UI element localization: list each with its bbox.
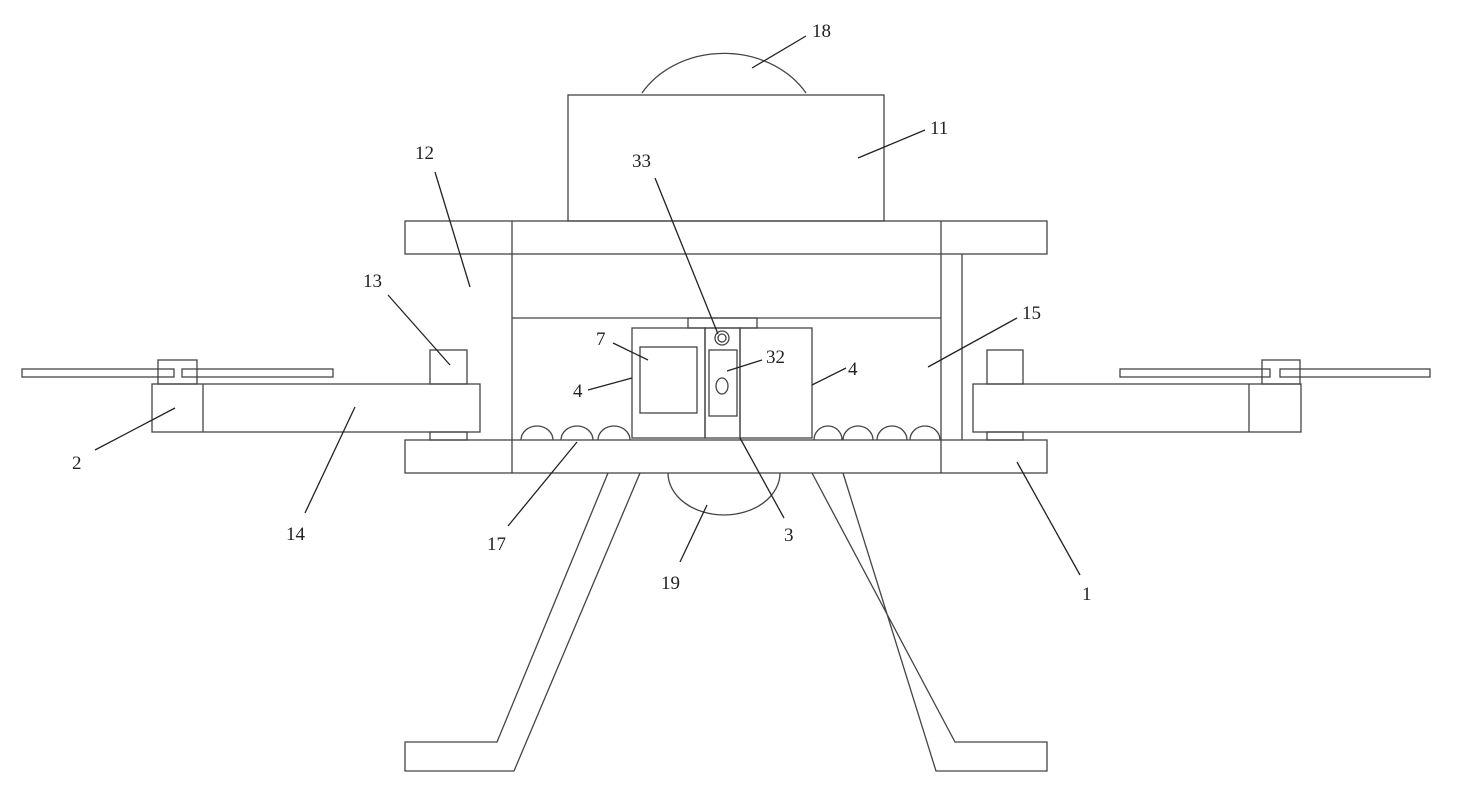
frame-posts [511,221,963,473]
label-14: 14 [286,524,306,545]
bottom-plate-1 [404,439,1048,474]
top-dome-18 [641,52,807,94]
label-1: 1 [1082,584,1092,605]
sensor-33 [714,330,730,346]
label-2: 2 [72,453,82,474]
box-11 [567,94,885,222]
leader-lines [94,35,1081,576]
label-11: 11 [930,118,948,139]
label-17: 17 [487,534,506,555]
label-32: 32 [766,347,785,368]
label-4-right: 4 [848,359,858,380]
part-labels: 18 11 33 12 13 15 7 32 4 4 2 14 17 19 3 … [72,21,1092,605]
label-15: 15 [1022,303,1041,324]
label-4-left: 4 [573,381,583,402]
rollers-17 [520,425,941,441]
camera-32 [708,349,738,417]
label-13: 13 [363,271,382,292]
label-18: 18 [812,21,831,42]
module-assembly [631,317,813,439]
label-7: 7 [596,329,606,350]
label-3: 3 [784,525,794,546]
left-arm [21,349,481,441]
label-12: 12 [415,143,434,164]
label-33: 33 [632,151,651,172]
right-arm [972,349,1431,441]
label-19: 19 [661,573,680,594]
panel-7 [639,346,698,414]
bottom-dome-19 [667,472,781,516]
top-plate [404,220,1048,255]
landing-legs [404,472,1048,772]
